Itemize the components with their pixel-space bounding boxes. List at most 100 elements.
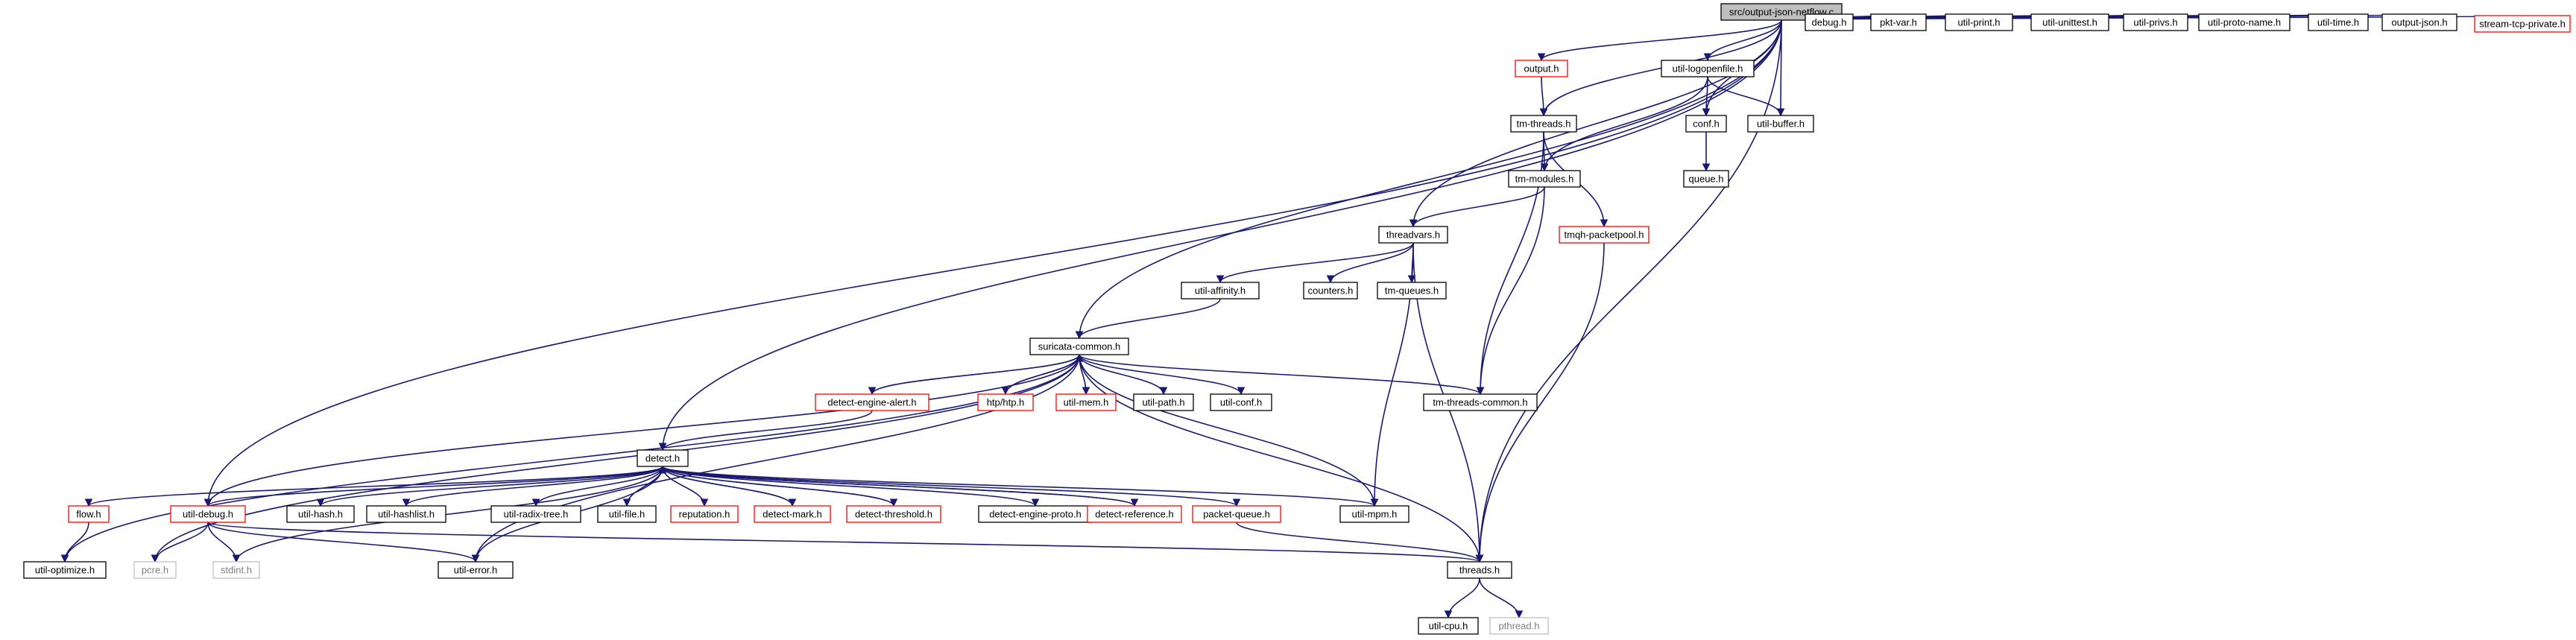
node-htp-htp[interactable]: htp/htp.h (977, 393, 1034, 411)
node-util-proto-name[interactable]: util-proto-name.h (2198, 13, 2291, 31)
node-detect-engine-proto[interactable]: detect-engine-proto.h (978, 505, 1093, 523)
node-tm-threads-common[interactable]: tm-threads-common.h (1423, 393, 1538, 411)
node-util-optimize[interactable]: util-optimize.h (23, 561, 107, 579)
node-label: util-privs.h (2133, 17, 2177, 28)
node-box (815, 393, 929, 411)
node-counters[interactable]: counters.h (1303, 282, 1358, 300)
node-stream-tcp-private[interactable]: stream-tcp-private.h (2474, 15, 2571, 33)
node-util-mpm[interactable]: util-mpm.h (1339, 505, 1409, 523)
node-util-privs[interactable]: util-privs.h (2123, 13, 2188, 31)
node-box (1303, 282, 1358, 300)
node-label: detect-engine-alert.h (827, 397, 916, 408)
node-util-conf[interactable]: util-conf.h (1210, 393, 1272, 411)
node-util-buffer[interactable]: util-buffer.h (1747, 115, 1814, 133)
edge-util-debug-to-pcre-h (151, 522, 209, 563)
edge-packet-queue-to-threads-h (1236, 522, 1484, 563)
node-box (1805, 13, 1854, 31)
node-util-affinity[interactable]: util-affinity.h (1181, 282, 1260, 300)
node-util-debug[interactable]: util-debug.h (170, 505, 246, 523)
node-label: detect-mark.h (763, 509, 821, 520)
node-label: util-mem.h (1064, 397, 1109, 408)
node-box (366, 505, 446, 523)
node-queue-h[interactable]: queue.h (1683, 170, 1729, 188)
node-tm-modules[interactable]: tm-modules.h (1508, 170, 1581, 188)
node-box (68, 505, 110, 523)
node-util-hashlist[interactable]: util-hashlist.h (366, 505, 446, 523)
node-detect-h[interactable]: detect.h (637, 449, 689, 467)
node-util-hash[interactable]: util-hash.h (286, 505, 355, 523)
node-box (1559, 226, 1650, 244)
node-threadvars[interactable]: threadvars.h (1378, 226, 1448, 244)
edge-suricata-common-to-util-optimize (60, 354, 1080, 563)
node-box (1339, 505, 1409, 523)
node-pcre-h[interactable]: pcre.h (133, 561, 177, 579)
node-util-cpu[interactable]: util-cpu.h (1418, 617, 1479, 635)
node-box (1685, 115, 1727, 133)
edge-detect-h-to-util-hashlist (402, 466, 663, 507)
node-label: debug.h (1812, 17, 1847, 28)
edge-util-debug-to-util-error (207, 522, 480, 563)
node-util-time[interactable]: util-time.h (2308, 13, 2369, 31)
node-threads-h[interactable]: threads.h (1447, 561, 1512, 579)
node-conf-h[interactable]: conf.h (1685, 115, 1727, 133)
edge-suricata-common-to-util-path (1079, 354, 1168, 396)
node-label: util-time.h (2317, 17, 2359, 28)
node-label: tm-modules.h (1515, 174, 1574, 185)
node-util-radix-tree[interactable]: util-radix-tree.h (490, 505, 581, 523)
node-pthread-h[interactable]: pthread.h (1489, 617, 1549, 635)
node-tm-queues[interactable]: tm-queues.h (1377, 282, 1447, 300)
edge-root-to-threads-h (1475, 19, 1782, 563)
node-util-path[interactable]: util-path.h (1133, 393, 1194, 411)
node-output-h[interactable]: output.h (1515, 60, 1568, 77)
node-pkt-var[interactable]: pkt-var.h (1870, 13, 1927, 31)
edge-util-debug-to-threads-h (207, 522, 1484, 563)
node-label: util-conf.h (1220, 397, 1262, 408)
node-suricata-common[interactable]: suricata-common.h (1029, 338, 1129, 355)
node-label: conf.h (1693, 118, 1719, 130)
node-util-file[interactable]: util-file.h (597, 505, 657, 523)
edge-suricata-common-to-threads-h (1079, 354, 1484, 563)
edge-output-h-to-tm-threads (1539, 76, 1548, 117)
node-label: detect-engine-proto.h (989, 509, 1082, 520)
node-box (2198, 13, 2291, 31)
node-packet-queue[interactable]: packet-queue.h (1192, 505, 1281, 523)
node-box (2381, 13, 2457, 31)
node-label: threadvars.h (1386, 229, 1440, 241)
node-util-error[interactable]: util-error.h (438, 561, 514, 579)
edge-util-mpm-to-suricata-common (1075, 353, 1375, 507)
node-detect-engine-alert[interactable]: detect-engine-alert.h (815, 393, 929, 411)
node-reputation[interactable]: reputation.h (670, 505, 739, 523)
node-detect-threshold[interactable]: detect-threshold.h (846, 505, 941, 523)
node-debug-h[interactable]: debug.h (1805, 13, 1854, 31)
node-box (1945, 13, 2013, 31)
node-box (597, 505, 657, 523)
node-detect-mark[interactable]: detect-mark.h (754, 505, 831, 523)
node-flow-h[interactable]: flow.h (68, 505, 110, 523)
edge-util-affinity-to-suricata-common (1075, 298, 1221, 340)
edge-root-to-util-debug (203, 19, 1782, 507)
node-stdint-h[interactable]: stdint.h (212, 561, 260, 579)
node-label: tm-queues.h (1385, 285, 1439, 297)
node-label: output-json.h (2391, 17, 2447, 28)
node-box (490, 505, 581, 523)
node-label: queue.h (1689, 174, 1724, 185)
node-util-unittest[interactable]: util-unittest.h (2030, 13, 2109, 31)
node-label: util-logopenfile.h (1673, 63, 1743, 75)
node-label: output.h (1524, 63, 1559, 75)
node-box (23, 561, 107, 579)
node-label: reputation.h (679, 509, 730, 520)
node-label: stdint.h (221, 565, 252, 576)
node-tm-threads[interactable]: tm-threads.h (1510, 115, 1577, 133)
node-util-mem[interactable]: util-mem.h (1055, 393, 1117, 411)
node-box (286, 505, 355, 523)
node-output-json[interactable]: output-json.h (2381, 13, 2457, 31)
node-label: util-path.h (1142, 397, 1184, 408)
node-util-print[interactable]: util-print.h (1945, 13, 2013, 31)
node-detect-reference[interactable]: detect-reference.h (1087, 505, 1182, 523)
node-util-logopenfile[interactable]: util-logopenfile.h (1661, 60, 1755, 77)
edge-root-to-output-h (1537, 19, 1782, 62)
node-box (1378, 226, 1448, 244)
node-tmqh-packetpool[interactable]: tmqh-packetpool.h (1559, 226, 1650, 244)
node-box (754, 505, 831, 523)
